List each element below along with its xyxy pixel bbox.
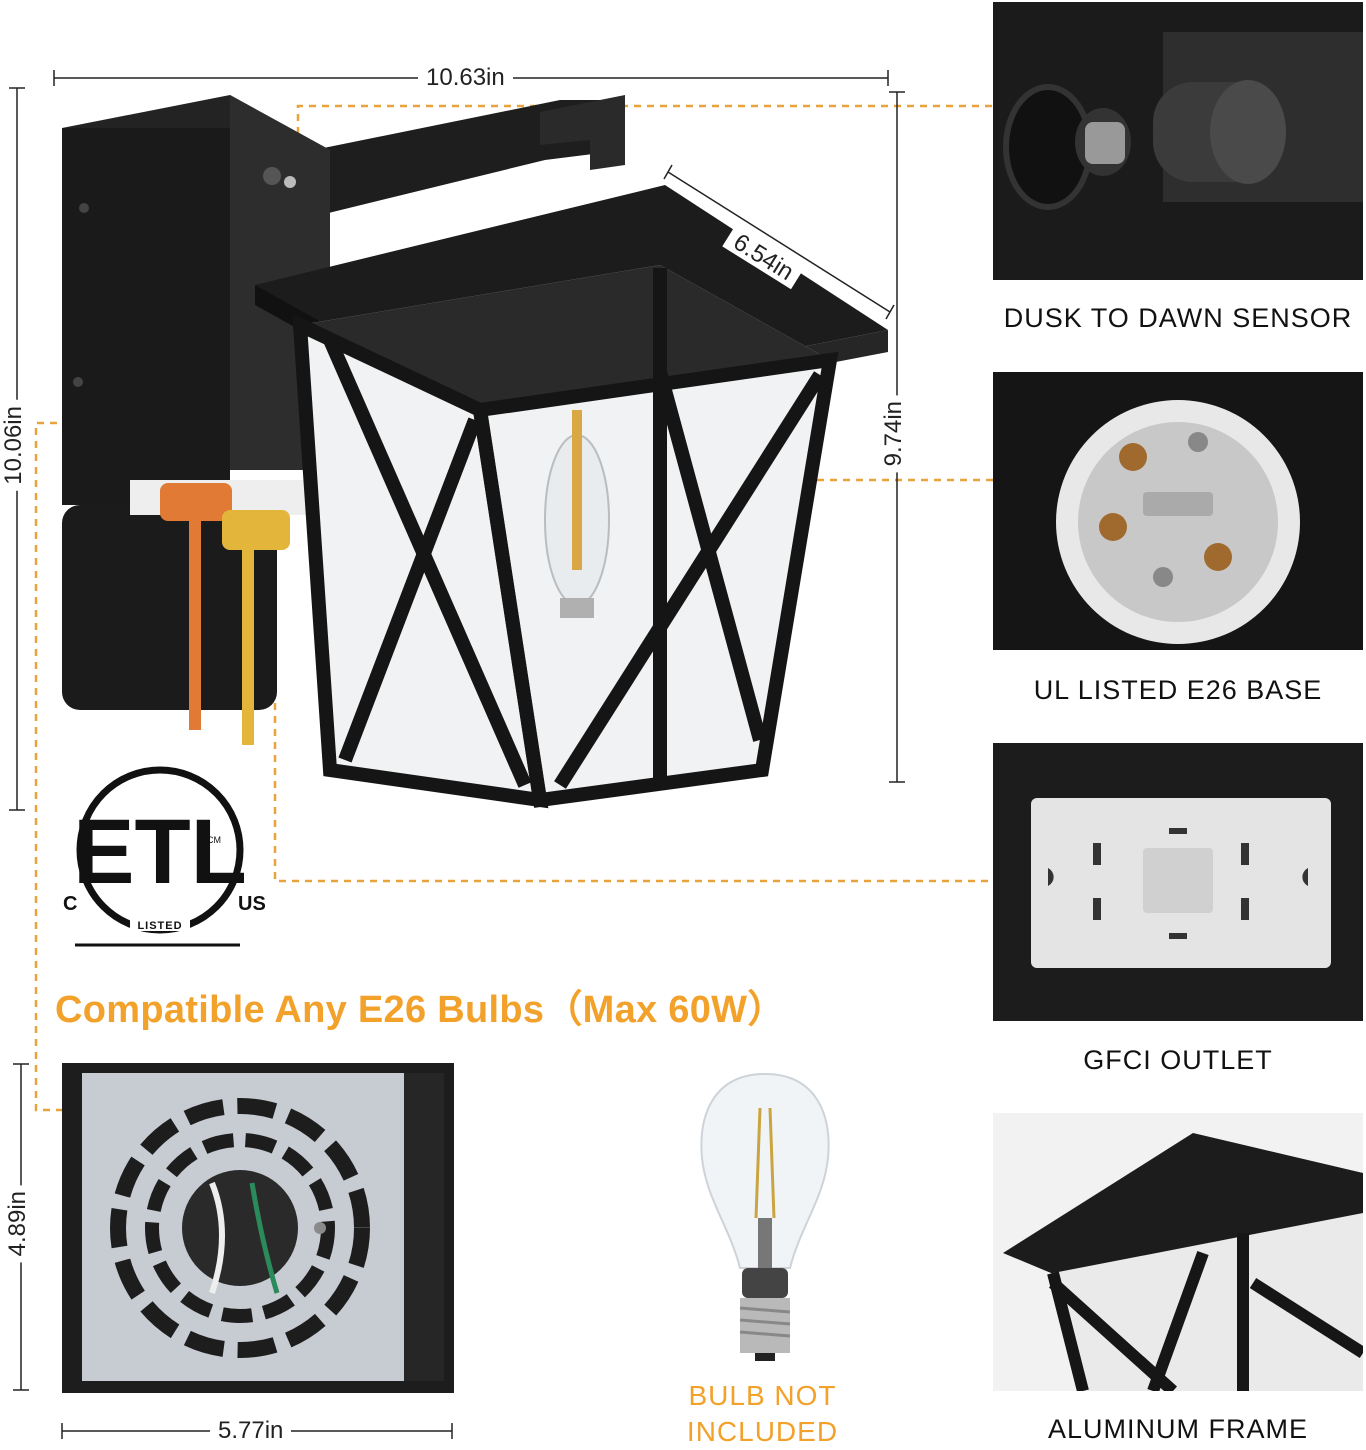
bulb-note: BULB NOT INCLUDED <box>660 1378 865 1450</box>
outlet-panel <box>993 743 1363 1021</box>
feature-label-sensor: DUSK TO DAWN SENSOR <box>1003 303 1353 333</box>
frame-icon <box>1003 1133 1363 1391</box>
socket-icon <box>1056 400 1300 644</box>
base-width-label: 5.77in <box>210 1419 292 1443</box>
lantern-height-label: 9.74in <box>880 395 907 473</box>
socket-panel <box>993 372 1363 650</box>
bulb-note-line2: INCLUDED <box>686 1416 839 1447</box>
sensor-icon <box>1003 32 1363 210</box>
outlet-icon <box>1031 798 1331 968</box>
junction-base-image <box>62 1063 454 1393</box>
cm-sup: CM <box>207 835 221 845</box>
base-height-label: 4.89in <box>4 1185 31 1263</box>
feature-label-socket: UL LISTED E26 BASE <box>1033 675 1323 705</box>
wall-lantern-illustration <box>62 95 888 809</box>
feature-label-outlet: GFCI OUTLET <box>1083 1045 1273 1075</box>
bulb-note-line1: BULB NOT <box>688 1380 837 1411</box>
feature-label-frame: ALUMINUM FRAME <box>1047 1414 1308 1444</box>
overall-width-label: 10.63in <box>418 66 513 90</box>
etl-mark: ETL <box>73 801 247 903</box>
compatibility-tagline: Compatible Any E26 Bulbs（Max 60W） <box>55 989 786 1031</box>
frame-panel <box>993 1113 1363 1391</box>
cert-c: C <box>63 893 77 915</box>
listed-text: LISTED <box>137 920 182 932</box>
overall-height-label: 10.06in <box>0 400 27 491</box>
cert-us: US <box>238 893 266 915</box>
etl-listed-logo: ETL CM LISTED C US <box>60 765 275 950</box>
sensor-panel <box>993 2 1363 280</box>
bulb-image <box>690 1068 840 1368</box>
